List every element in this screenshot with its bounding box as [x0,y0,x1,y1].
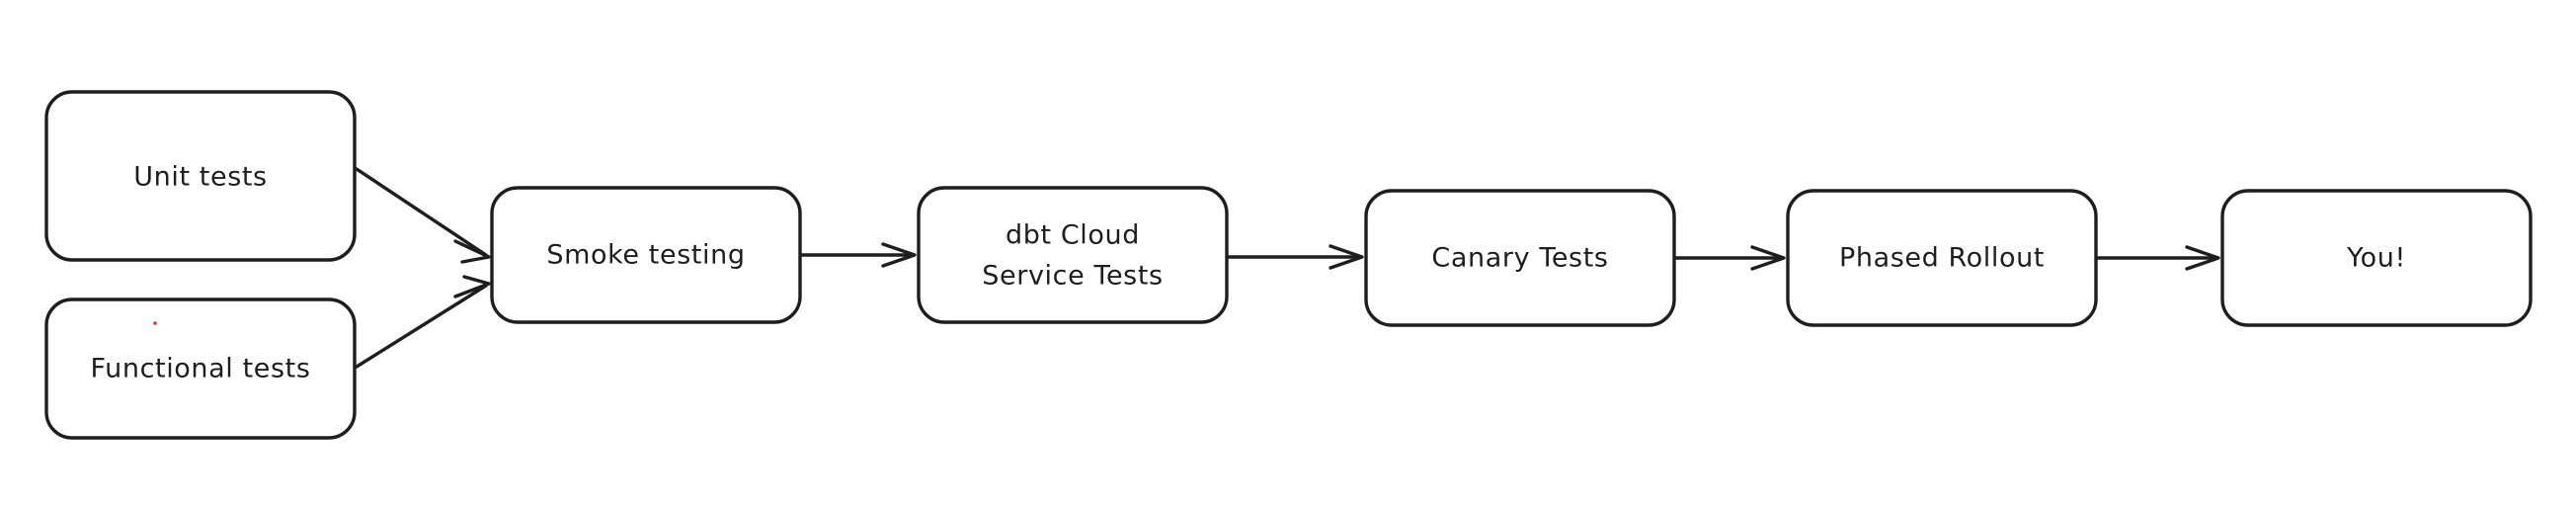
edge-phased-to-you[interactable] [2096,245,2220,271]
node-functional-tests[interactable]: Functional tests [44,298,357,440]
node-dbt-cloud-service-tests[interactable]: dbt Cloud Service Tests [917,186,1229,324]
edge-smoke-to-dbt[interactable] [800,242,917,268]
node-dbt-cloud-service-tests-shape [917,186,1229,324]
node-phased-rollout[interactable]: Phased Rollout [1786,189,2098,327]
edge-functional-to-smoke-arrowhead [453,275,491,298]
node-functional-tests-shape [44,298,357,440]
node-layer: Unit tests Functional tests Smoke testin… [44,90,2533,440]
edge-canary-to-phased-arrowhead [1750,245,1786,271]
node-dbt-cloud-service-tests-label-line1: dbt Cloud [1006,220,1140,251]
edge-unit-to-smoke-arrowhead [453,239,491,264]
edge-dbt-to-canary[interactable] [1227,244,1364,270]
node-unit-tests[interactable]: Unit tests [44,90,357,262]
node-canary-tests[interactable]: Canary Tests [1364,189,1676,327]
edge-functional-to-smoke-line [355,284,488,369]
node-smoke-testing-shape [490,186,802,324]
node-phased-rollout-label: Phased Rollout [1839,243,2045,274]
edge-layer [355,167,2220,369]
node-phased-rollout-shape [1786,189,2098,327]
edge-unit-to-smoke-line [355,167,488,257]
edge-unit-to-smoke[interactable] [355,167,491,264]
node-you[interactable]: You! [2220,189,2533,327]
edge-phased-to-you-arrowhead [2185,245,2220,271]
edge-functional-to-smoke[interactable] [355,275,491,369]
node-you-label: You! [2346,243,2406,274]
node-you-shape [2220,189,2533,327]
node-smoke-testing[interactable]: Smoke testing [490,186,802,324]
edge-smoke-to-dbt-arrowhead [881,242,917,268]
node-canary-tests-label: Canary Tests [1431,243,1608,274]
node-dbt-cloud-service-tests-label-line2: Service Tests [982,261,1163,292]
node-unit-tests-shape [44,90,357,262]
node-functional-tests-label: Functional tests [91,354,311,384]
node-unit-tests-label: Unit tests [133,162,267,193]
node-canary-tests-shape [1364,189,1676,327]
node-smoke-testing-label: Smoke testing [546,240,745,271]
edge-canary-to-phased[interactable] [1674,245,1786,271]
edge-dbt-to-canary-arrowhead [1328,244,1364,270]
red-speck-artifact [153,321,157,325]
